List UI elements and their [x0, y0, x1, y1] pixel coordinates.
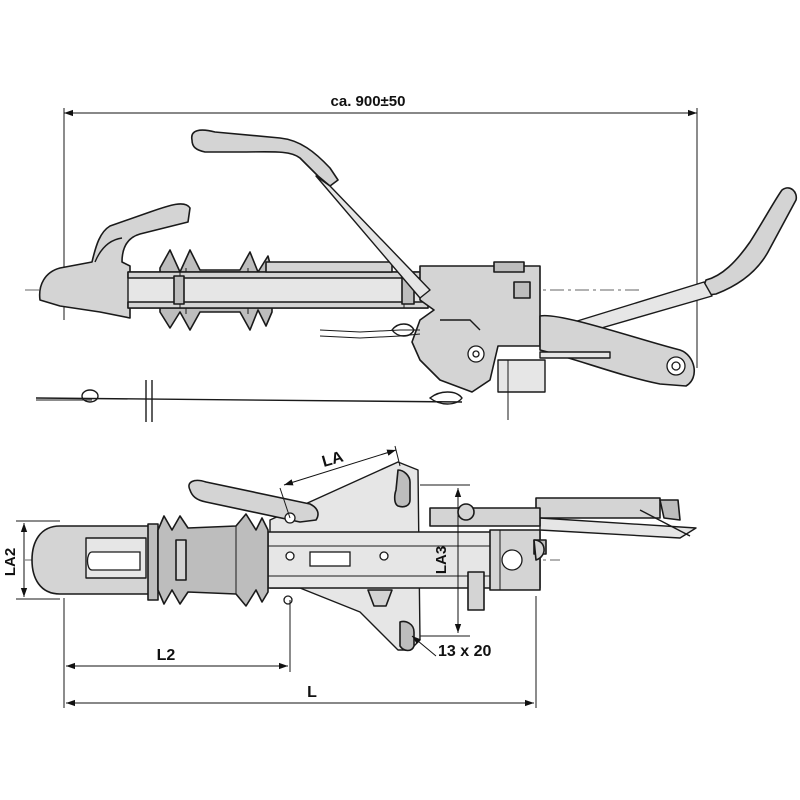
handbrake-lever-long — [539, 187, 798, 387]
plan-handle — [188, 479, 319, 524]
l2-dimension: L2 — [63, 598, 291, 708]
overall-length-label: ca. 900±50 — [331, 93, 406, 110]
slot-label: 13 x 20 — [438, 643, 491, 660]
plan-draw-tube — [267, 529, 547, 605]
side-view: ca. 900±50 — [25, 93, 798, 422]
l2-label: L2 — [157, 647, 176, 664]
slot-callout: 13 x 20 — [411, 635, 491, 660]
handbrake-lever-upper — [191, 129, 431, 299]
plan-bellows — [157, 513, 269, 607]
la3-dimension: LA3 — [420, 484, 470, 637]
l-dimension: L — [66, 596, 537, 708]
la2-label: LA2 — [2, 548, 19, 576]
l-label: L — [307, 684, 317, 701]
la2-dimension: LA2 — [2, 520, 60, 600]
brake-cables — [35, 323, 463, 422]
la-dimension: LA — [279, 445, 401, 519]
la3-label: LA3 — [433, 546, 450, 574]
plan-view: LA LA2 LA3 13 x 20 L2 — [2, 445, 697, 708]
la-label: LA — [320, 448, 346, 470]
plan-coupling-head — [31, 523, 159, 601]
